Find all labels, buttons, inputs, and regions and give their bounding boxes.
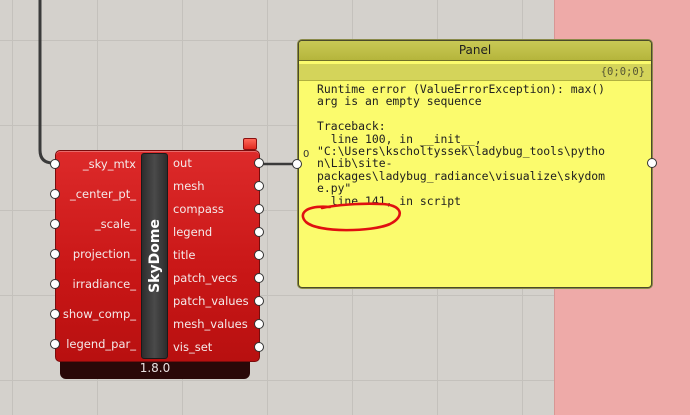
output-grip[interactable] bbox=[254, 319, 264, 329]
output-grip[interactable] bbox=[254, 227, 264, 237]
output-grip[interactable] bbox=[254, 181, 264, 191]
component-version: 1.8.0 bbox=[139, 361, 171, 375]
input-grip[interactable] bbox=[50, 189, 60, 199]
input-grip[interactable] bbox=[50, 249, 60, 259]
output-mesh[interactable]: mesh bbox=[173, 179, 205, 193]
panel-line: Traceback: bbox=[317, 119, 386, 134]
panel-path: {0;0;0} bbox=[299, 64, 651, 81]
output-title[interactable]: title bbox=[173, 248, 196, 262]
panel-line: e.py" bbox=[317, 181, 352, 196]
output-grip[interactable] bbox=[254, 273, 264, 283]
component-footer bbox=[60, 357, 250, 379]
panel-line: "C:\Users\kscholtyssek\ladybug_tools\pyt… bbox=[317, 144, 606, 159]
input-legend-par[interactable]: legend_par_ bbox=[66, 337, 136, 351]
panel-input-grip[interactable] bbox=[292, 159, 302, 169]
skydome-component[interactable]: SkyDome _sky_mtx _center_pt_ _scale_ pro… bbox=[55, 150, 260, 362]
input-center-pt[interactable]: _center_pt_ bbox=[69, 187, 136, 201]
input-projection[interactable]: projection_ bbox=[72, 247, 136, 261]
input-grip[interactable] bbox=[50, 159, 60, 169]
input-grip[interactable] bbox=[50, 309, 60, 319]
panel-line: n\Lib\site- bbox=[317, 156, 393, 171]
output-grip[interactable] bbox=[254, 204, 264, 214]
input-scale[interactable]: _scale_ bbox=[94, 217, 136, 231]
input-sky-mtx[interactable]: _sky_mtx bbox=[82, 157, 136, 171]
output-grip[interactable] bbox=[254, 296, 264, 306]
output-compass[interactable]: compass bbox=[173, 202, 224, 216]
output-grip[interactable] bbox=[254, 158, 264, 168]
panel-branch-index: 0 bbox=[303, 149, 310, 160]
output-mesh-values[interactable]: mesh_values bbox=[173, 317, 248, 331]
input-show-comp[interactable]: show_comp_ bbox=[62, 307, 136, 321]
output-out[interactable]: out bbox=[173, 156, 192, 170]
panel-line: Runtime error (ValueErrorException): max… bbox=[317, 82, 606, 96]
output-patch-values[interactable]: patch_values bbox=[173, 294, 249, 308]
output-patch-vecs[interactable]: patch_vecs bbox=[173, 271, 238, 285]
panel-line: arg is an empty sequence bbox=[317, 94, 482, 109]
panel-line: packages\ladybug_radiance\visualize\skyd… bbox=[317, 168, 606, 183]
output-grip[interactable] bbox=[254, 250, 264, 260]
output-vis-set[interactable]: vis_set bbox=[173, 340, 213, 354]
panel-output-grip[interactable] bbox=[647, 158, 657, 168]
input-grip[interactable] bbox=[50, 339, 60, 349]
component-name-bar[interactable]: SkyDome bbox=[141, 153, 168, 359]
preview-toggle-icon[interactable] bbox=[243, 138, 257, 150]
input-irradiance[interactable]: irradiance_ bbox=[72, 277, 136, 291]
output-legend[interactable]: legend bbox=[173, 225, 213, 239]
input-grip[interactable] bbox=[50, 279, 60, 289]
annotation-circle bbox=[301, 202, 401, 232]
input-grip[interactable] bbox=[50, 219, 60, 229]
output-grip[interactable] bbox=[254, 342, 264, 352]
panel-title[interactable]: Panel bbox=[299, 41, 651, 61]
panel-line: line 100, in __init__, bbox=[317, 131, 482, 146]
